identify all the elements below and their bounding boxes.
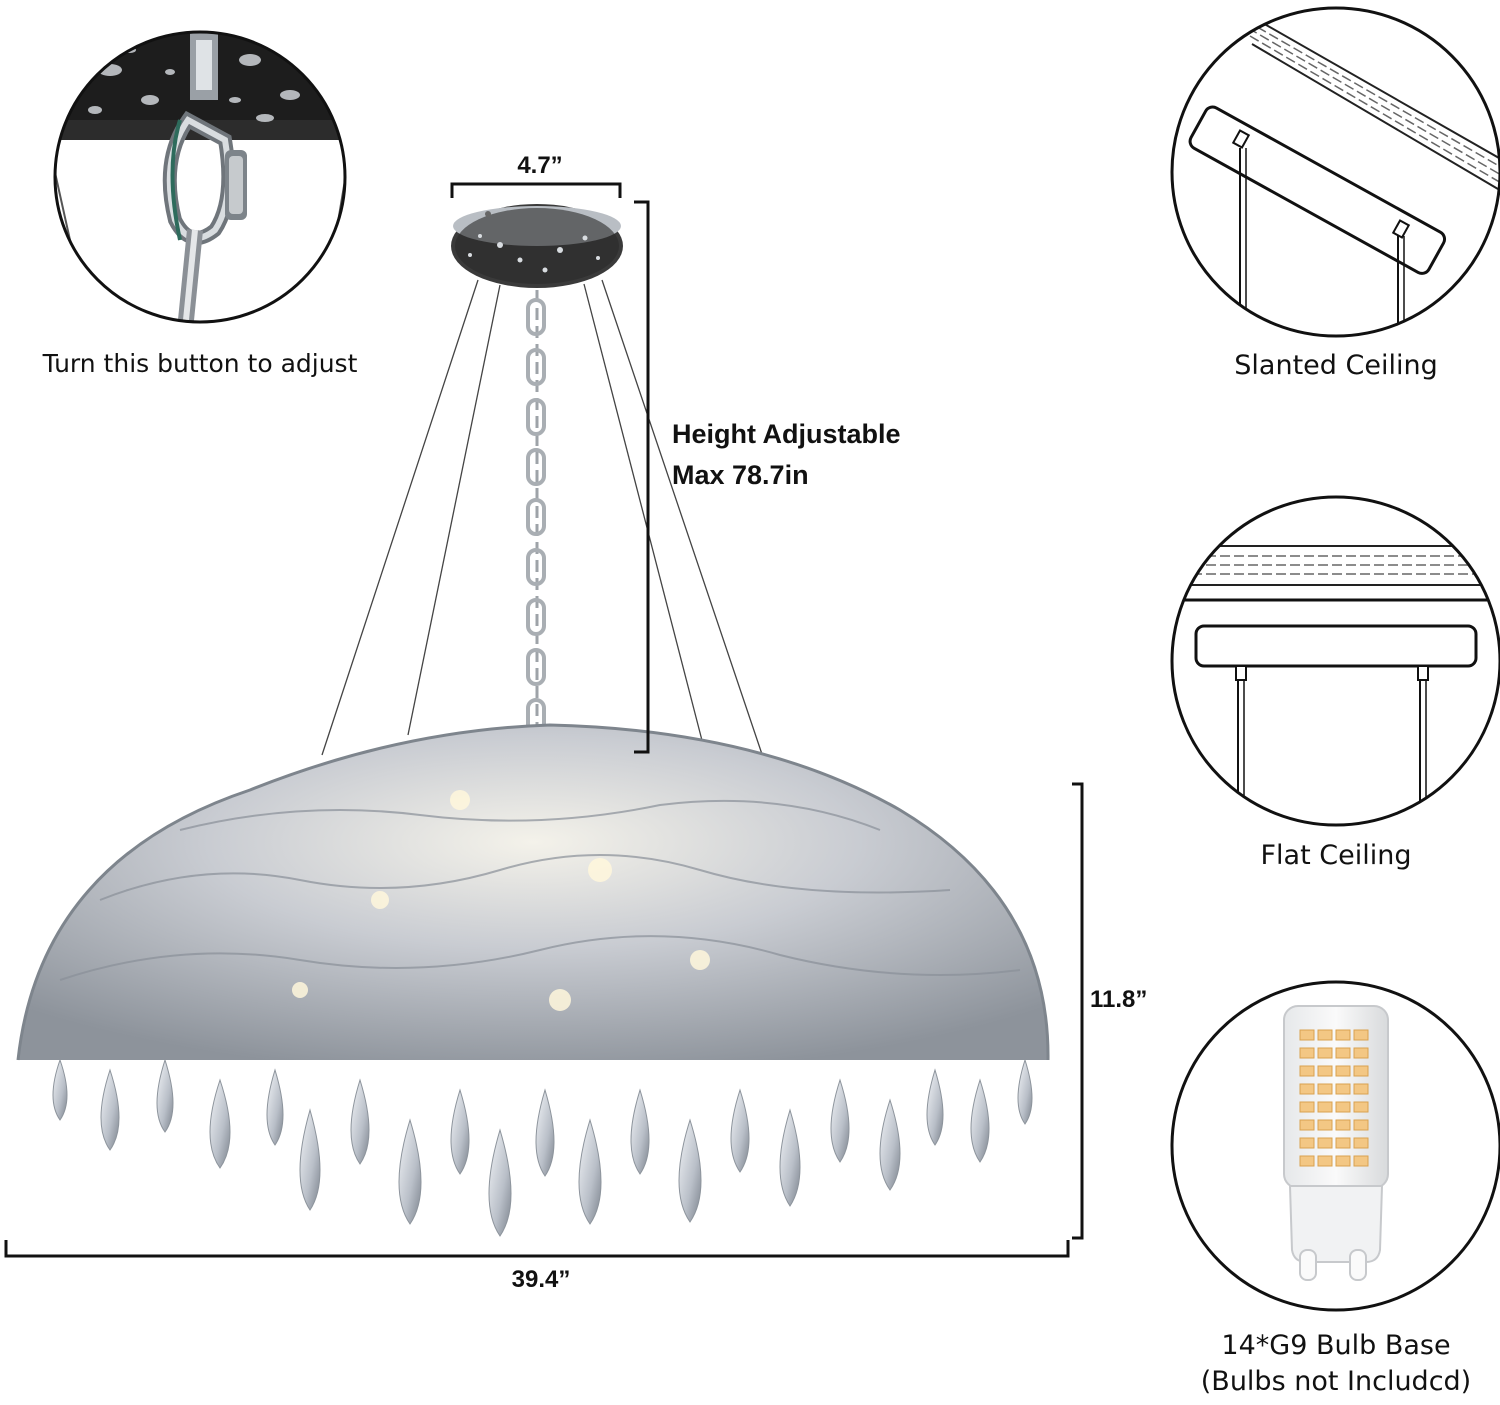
dimension-lines (4, 182, 1084, 1258)
g9-bulb-illustration (1170, 980, 1500, 1312)
slanted-ceiling-caption: Slanted Ceiling (1234, 350, 1438, 381)
adjust-button-caption: Turn this button to adjust (42, 349, 358, 378)
height-note-line2: Max 78.7in (672, 460, 809, 490)
height-note-line1: Height Adjustable (672, 419, 901, 449)
shade-height-label: 11.8” (1090, 986, 1148, 1013)
bulb-base-caption: 14*G9 Bulb Base (1221, 1330, 1451, 1361)
flat-ceiling-caption: Flat Ceiling (1260, 840, 1412, 871)
canopy-width-label: 4.7” (517, 152, 563, 179)
hook-detail-illustration (53, 30, 347, 324)
slanted-ceiling-diagram (1170, 6, 1500, 338)
bulb-note-caption: (Bulbs not Includcd) (1200, 1366, 1472, 1397)
flat-ceiling-diagram (1170, 495, 1500, 827)
height-adjustable-note: Height Adjustable Max 78.7in (672, 414, 901, 496)
shade-width-label: 39.4” (511, 1266, 571, 1293)
chandelier-illustration (16, 204, 1050, 1237)
